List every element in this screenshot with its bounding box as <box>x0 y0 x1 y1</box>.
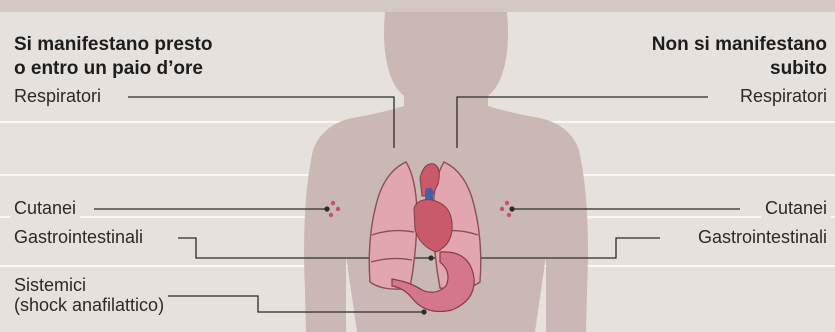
heading-early-onset: Si manifestano presto o entro un paio d’… <box>14 33 213 81</box>
label-respiratory-left: Respiratori <box>10 86 105 106</box>
label-systemic-line-1: Sistemici <box>14 275 164 295</box>
endpoint-dot <box>509 206 514 211</box>
label-gastro-left: Gastrointestinali <box>10 227 147 247</box>
label-gastro-right: Gastrointestinali <box>694 227 831 247</box>
heading-late-line-1: Non si manifestano <box>652 33 827 57</box>
label-skin-right: Cutanei <box>761 198 831 218</box>
label-respiratory-right: Respiratori <box>736 86 831 106</box>
heading-late-onset: Non si manifestano subito <box>652 33 827 81</box>
heading-early-line-1: Si manifestano presto <box>14 33 213 57</box>
rash-dot <box>500 207 504 211</box>
rash-dot <box>505 201 509 205</box>
rash-dot <box>507 213 511 217</box>
heading-early-line-2: o entro un paio d’ore <box>14 57 213 81</box>
label-systemic-left: Sistemici (shock anafilattico) <box>10 275 168 315</box>
heading-late-line-2: subito <box>652 57 827 81</box>
rash-dot <box>329 213 333 217</box>
endpoint-dot <box>324 206 329 211</box>
endpoint-dot <box>421 309 426 314</box>
label-skin-left: Cutanei <box>10 198 80 218</box>
endpoint-dot <box>428 255 433 260</box>
rash-dot <box>336 207 340 211</box>
rash-dot <box>331 201 335 205</box>
label-systemic-line-2: (shock anafilattico) <box>14 295 164 315</box>
